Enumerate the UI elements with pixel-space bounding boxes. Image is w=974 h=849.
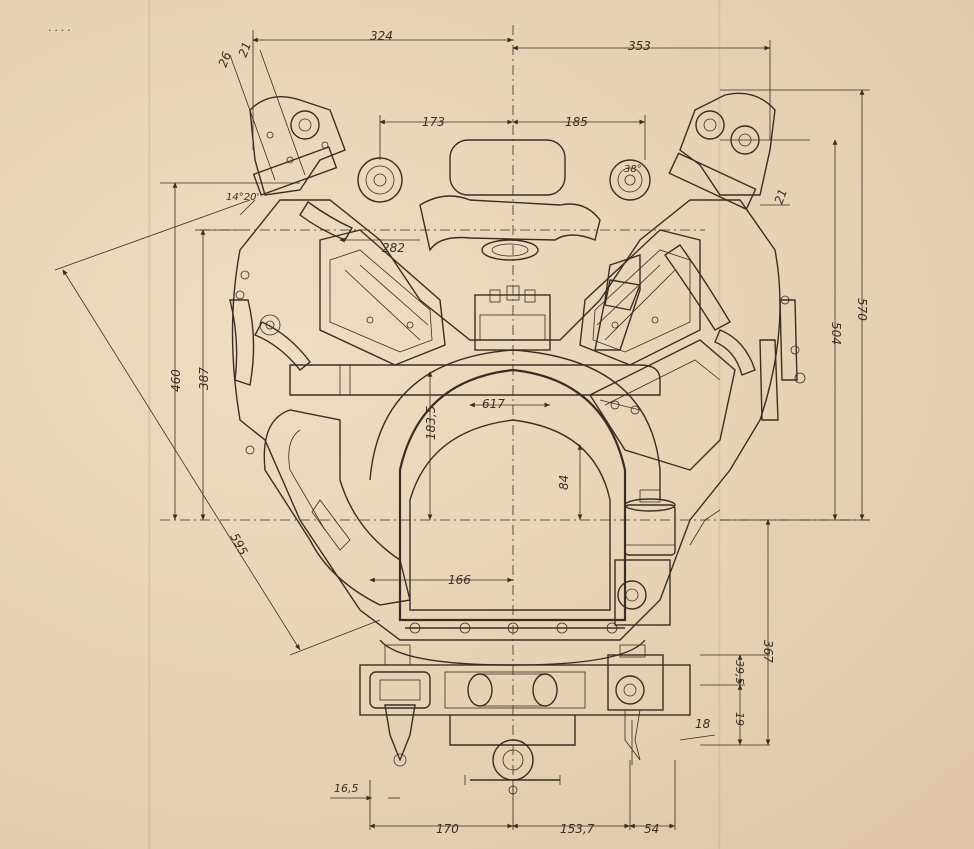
dim-14-20: 14°20' bbox=[226, 192, 259, 203]
dim-84: 84 bbox=[557, 475, 571, 490]
dim-183-5: 183,5 bbox=[424, 406, 438, 440]
dim-617: 617 bbox=[482, 397, 505, 411]
dimension-lines bbox=[54, 37, 865, 829]
dim-39-5: 39,5 bbox=[733, 660, 746, 685]
dim-570: 570 bbox=[855, 298, 869, 321]
dim-16-5: 16,5 bbox=[334, 782, 359, 795]
dim-19: 19 bbox=[733, 712, 746, 726]
dim-387: 387 bbox=[197, 367, 211, 390]
dimension-labels: 324 353 26 21 173 185 38° 14°20' 21 282 … bbox=[169, 29, 869, 836]
dim-367: 367 bbox=[761, 640, 775, 663]
dim-18: 18 bbox=[695, 717, 711, 731]
margin-mark: · · · · bbox=[48, 26, 70, 37]
dim-153-7: 153,7 bbox=[560, 822, 595, 836]
dim-173: 173 bbox=[422, 115, 445, 129]
dim-21-right: 21 bbox=[772, 187, 790, 206]
dim-460: 460 bbox=[169, 369, 183, 392]
extension-lines bbox=[160, 30, 870, 830]
center-lines bbox=[160, 25, 870, 800]
dim-166: 166 bbox=[448, 573, 471, 587]
bolt-row bbox=[409, 622, 618, 634]
dim-38-deg: 38° bbox=[624, 164, 642, 175]
dim-595: 595 bbox=[227, 531, 250, 558]
dim-54: 54 bbox=[644, 822, 659, 836]
dim-21-top: 21 bbox=[236, 40, 254, 59]
dim-353: 353 bbox=[628, 39, 651, 53]
dim-170: 170 bbox=[436, 822, 459, 836]
dim-185: 185 bbox=[565, 115, 588, 129]
dim-26: 26 bbox=[216, 50, 235, 69]
engine-body bbox=[229, 92, 806, 795]
dim-324: 324 bbox=[370, 29, 393, 43]
dim-504: 504 bbox=[829, 322, 843, 345]
